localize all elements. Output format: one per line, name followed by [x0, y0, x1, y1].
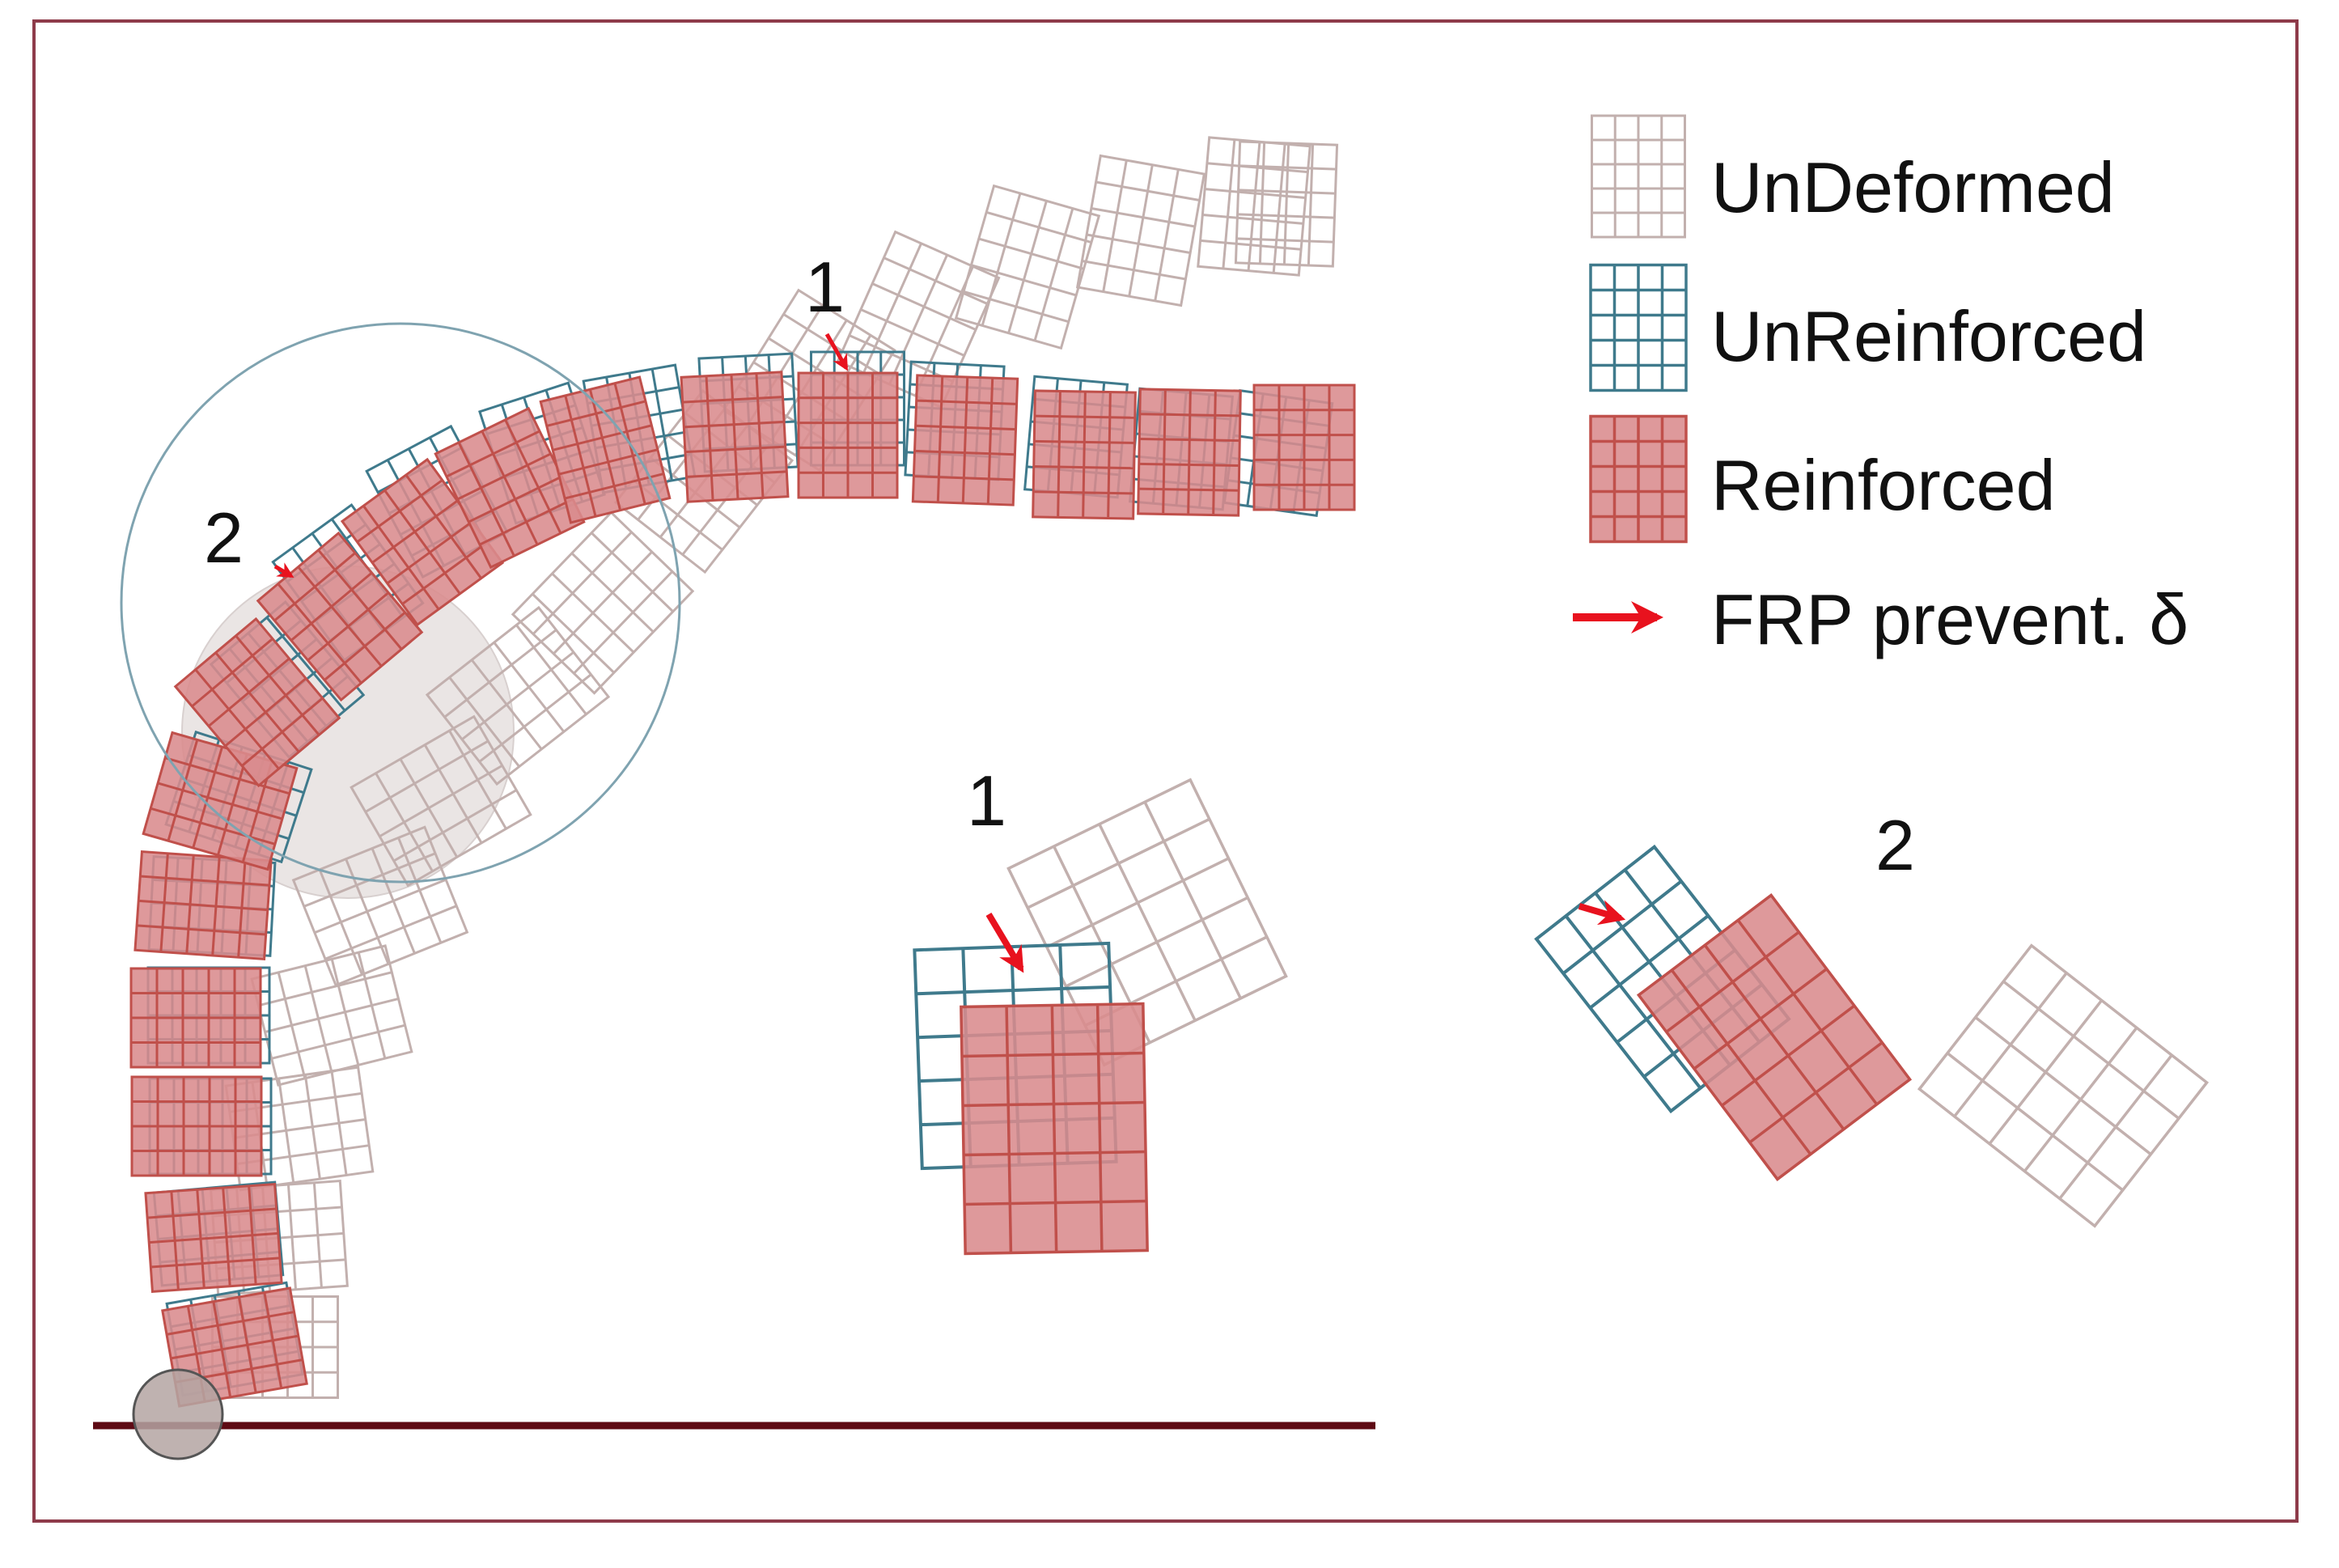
inset-1: [913, 778, 1288, 1256]
inset-reinforced-block: [960, 1002, 1149, 1256]
reinforced-block: [144, 1182, 283, 1294]
reinforced-block: [797, 371, 899, 499]
frp-arrow-icon: [273, 562, 294, 578]
legend-label-unreinforced: UnReinforced: [1711, 296, 2147, 376]
reinforced-block: [911, 374, 1019, 506]
reinforced-block: [539, 375, 672, 524]
legend-undeformed-swatch-icon: [1591, 114, 1686, 239]
reinforced-block: [340, 457, 505, 627]
reinforced-block: [1137, 388, 1242, 517]
undeformed-block: [1075, 154, 1206, 307]
undeformed-block: [1234, 140, 1339, 268]
undeformed-block: [954, 184, 1101, 350]
reinforced-block: [680, 371, 790, 503]
legend-label-reinforced: Reinforced: [1711, 445, 2056, 525]
reinforced-block: [129, 967, 262, 1069]
legend-label-undeformed: UnDeformed: [1711, 147, 2115, 227]
legend-swatches: [1573, 114, 1688, 634]
reinforced-block: [256, 531, 424, 702]
inset-label-1: 1: [967, 761, 1006, 841]
reinforced-block: [130, 1075, 263, 1177]
legend-unreinforced-swatch-icon: [1589, 263, 1688, 392]
zoom-circle: [120, 322, 681, 884]
arch-label-2: 2: [204, 498, 244, 578]
frp-arrows: [273, 333, 849, 578]
inset-label-2: 2: [1875, 805, 1915, 885]
undeformed-block: [425, 605, 611, 786]
frp-arrow-icon: [824, 333, 849, 371]
reinforced-block: [133, 850, 273, 961]
undeformed-block: [511, 511, 695, 695]
inset-frp-arrow-icon: [1578, 900, 1626, 926]
undeformed-block: [1197, 136, 1311, 277]
undeformed-block: [350, 714, 532, 888]
undeformed-block: [291, 825, 469, 987]
reinforced-block: [1252, 384, 1356, 511]
inset-2: [1534, 844, 2210, 1228]
inset-reinforced-block: [1636, 893, 1913, 1181]
reinforced-block: [1032, 389, 1137, 520]
undeformed-block: [250, 944, 413, 1087]
reinforced-block: [173, 617, 341, 788]
legend-label-frp-arrow: FRP prevent. δ: [1711, 579, 2189, 659]
reinforced-blocks: [129, 371, 1356, 1408]
inset-frp-arrow-icon: [985, 912, 1024, 973]
reinforced-block: [434, 406, 586, 570]
arch-label-1: 1: [805, 247, 845, 327]
pivot-hinge-icon: [132, 1368, 224, 1460]
inset-undeformed-block: [1917, 943, 2210, 1228]
figure-frame: [32, 19, 2299, 1523]
legend-reinforced-swatch-icon: [1589, 414, 1688, 544]
